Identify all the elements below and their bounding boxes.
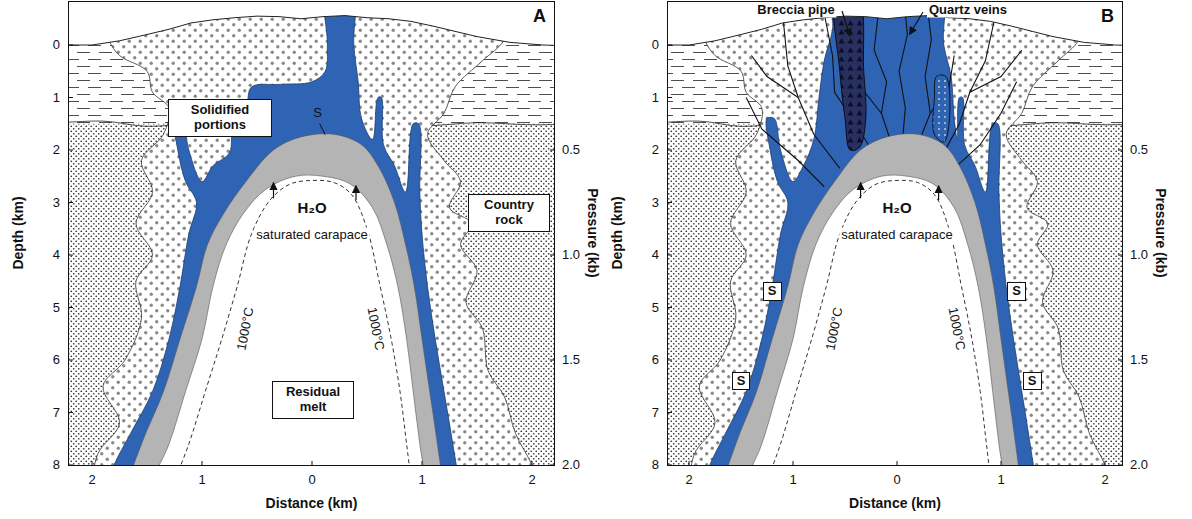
tick-label: 2	[88, 473, 95, 488]
callout-label: Breccia pipe	[755, 3, 836, 18]
axis-title: Distance (km)	[266, 495, 358, 511]
tick-label: 2	[528, 473, 535, 488]
tick-label: 8	[652, 458, 659, 473]
label-box: S	[1007, 282, 1026, 301]
tick-label: 6	[652, 353, 659, 368]
quartz-vein	[751, 56, 798, 98]
stippled-zone	[673, 1, 1123, 466]
quartz-vein	[783, 14, 840, 169]
solidified-shell	[683, 1, 1053, 466]
axis-title: Pressure (kb)	[1153, 188, 1169, 277]
tick-label: 0.5	[562, 143, 580, 158]
cross-section	[667, 1, 1123, 466]
tick-label: 7	[652, 405, 659, 420]
zone-label: saturated carapace	[254, 228, 369, 243]
cross-section	[68, 1, 555, 466]
breccia-pipe	[933, 75, 950, 142]
sky	[68, 1, 555, 46]
zone-label: saturated carapace	[839, 228, 954, 243]
callout-letter: S	[313, 106, 322, 121]
tick-label: 0.5	[1130, 143, 1148, 158]
tick-label: 2	[1101, 473, 1108, 488]
saturated-carapace	[109, 134, 460, 466]
box-text: S	[1012, 284, 1021, 299]
leader-arrow	[909, 12, 923, 35]
tick-label: 1	[789, 473, 796, 488]
tick-label: 5	[652, 300, 659, 315]
axis-title: Depth (km)	[10, 196, 26, 269]
saturated-carapace	[704, 134, 1037, 466]
box-text: S	[737, 374, 746, 389]
tick-label: 2.0	[1130, 458, 1148, 473]
tick-label: 1.5	[1130, 353, 1148, 368]
ground-surface	[667, 16, 1123, 46]
label-box: S	[763, 282, 782, 301]
axis-title: Depth (km)	[609, 196, 625, 269]
fluid-arrow	[273, 183, 274, 199]
box-text: S	[1028, 374, 1037, 389]
tick-label: 1	[198, 473, 205, 488]
tick-label: 4	[652, 248, 659, 263]
isotherm	[757, 180, 996, 466]
quartz-vein	[899, 14, 907, 144]
tick-label: 4	[53, 248, 60, 263]
tick-label: 3	[53, 195, 60, 210]
label-box: Country rock	[468, 194, 550, 232]
leader-arrow	[842, 11, 850, 36]
label-box: S	[1023, 372, 1042, 391]
sky	[667, 1, 1123, 46]
tick-label: 1.0	[1130, 248, 1148, 263]
axis-title: Distance (km)	[849, 495, 941, 511]
box-text: Country rock	[474, 198, 544, 228]
tick-label: 1.0	[562, 248, 580, 263]
zone-label: H₂O	[295, 199, 328, 216]
panel-letter: A	[533, 7, 546, 27]
tick-label: 0	[893, 473, 900, 488]
box-text: Solidified portions	[174, 103, 266, 133]
axis-title: Pressure (kb)	[585, 188, 601, 277]
tick-label: 1.5	[562, 353, 580, 368]
stippled-zone	[76, 1, 555, 466]
callout-label: Quartz veins	[927, 3, 1009, 18]
tick-label: 0	[652, 38, 659, 53]
tick-label: 2	[685, 473, 692, 488]
tick-label: 1	[53, 90, 60, 105]
tick-label: 1	[997, 473, 1004, 488]
quartz-vein	[970, 50, 1022, 92]
residual-melt	[131, 175, 444, 466]
leader-line	[320, 124, 326, 135]
quartz-vein	[746, 98, 824, 187]
label-box: S	[732, 372, 751, 391]
label-box: Solidified portions	[168, 99, 272, 137]
residual-melt	[725, 175, 1022, 466]
box-text: S	[768, 284, 777, 299]
tick-label: 1	[652, 90, 659, 105]
quartz-vein	[874, 14, 892, 145]
fluid-arrow	[938, 186, 939, 200]
solidified-shell	[86, 1, 476, 466]
tick-label: 0	[53, 38, 60, 53]
tick-label: 6	[53, 353, 60, 368]
fluid-arrow	[860, 183, 861, 199]
tick-label: 5	[53, 300, 60, 315]
label-box: Residual melt	[272, 381, 354, 419]
tick-label: 8	[53, 458, 60, 473]
tick-label: 1	[418, 473, 425, 488]
tick-label: 3	[652, 195, 659, 210]
isotherm	[164, 180, 417, 466]
tick-label: 2	[652, 143, 659, 158]
ground-surface	[68, 16, 555, 46]
quartz-vein	[918, 14, 932, 145]
panel-letter: B	[1101, 7, 1114, 27]
tick-label: 2	[53, 143, 60, 158]
fluid-arrow	[355, 186, 356, 200]
tick-label: 7	[53, 405, 60, 420]
tick-label: 2.0	[562, 458, 580, 473]
tick-label: 0	[308, 473, 315, 488]
zone-label: H₂O	[880, 199, 913, 216]
breccia-pipe	[833, 1, 866, 151]
quartz-vein	[954, 82, 1016, 169]
box-text: Residual melt	[278, 385, 348, 415]
